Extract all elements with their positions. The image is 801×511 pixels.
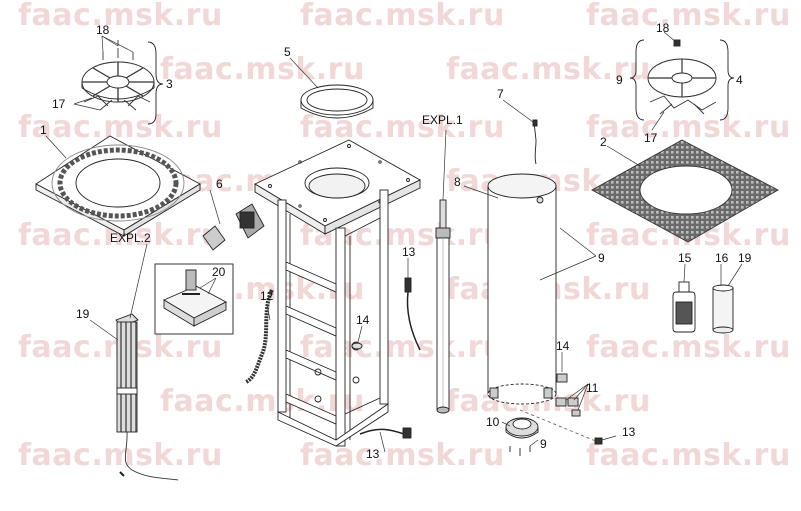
callout-17: 17 bbox=[52, 97, 66, 111]
grating-cover-right bbox=[629, 39, 735, 121]
connector-13c bbox=[594, 437, 603, 445]
callout-16: 16 bbox=[715, 251, 729, 265]
callout-10: 10 bbox=[486, 415, 500, 429]
callout-11: 11 bbox=[586, 381, 599, 395]
callout-7: 7 bbox=[497, 87, 504, 101]
callout-20: 20 bbox=[212, 265, 226, 279]
motor-box-inset bbox=[154, 263, 234, 335]
callout-15: 15 bbox=[678, 251, 692, 265]
base-plate-10 bbox=[505, 417, 539, 456]
dashed-guide bbox=[519, 409, 599, 443]
callout-9: 9 bbox=[616, 73, 623, 87]
bollard-cylinder bbox=[487, 173, 557, 405]
callout-labels: 18 3 17 1 5 6 EXPL.2 20 12 19 EXPL.1 13 … bbox=[40, 21, 752, 461]
callout-13: 13 bbox=[366, 447, 380, 461]
filter-cylinder bbox=[712, 284, 734, 334]
callout-2: 2 bbox=[600, 135, 607, 149]
callout-9: 9 bbox=[540, 437, 547, 451]
mesh-plate bbox=[591, 139, 779, 243]
callout-17: 17 bbox=[644, 131, 658, 145]
callout-9: 9 bbox=[598, 251, 605, 265]
callout-expl1: EXPL.1 bbox=[422, 113, 463, 127]
callout-4: 4 bbox=[736, 73, 743, 87]
piston-rod-expl1 bbox=[435, 199, 451, 414]
callout-6: 6 bbox=[216, 177, 223, 191]
callout-12: 12 bbox=[260, 289, 274, 303]
callout-14: 14 bbox=[356, 313, 370, 327]
callout-13: 13 bbox=[622, 425, 636, 439]
callout-8: 8 bbox=[454, 175, 461, 189]
control-board bbox=[202, 203, 265, 251]
ring bbox=[300, 84, 374, 119]
callout-18: 18 bbox=[656, 21, 670, 35]
foundation-box bbox=[254, 139, 421, 447]
cable-chain bbox=[244, 289, 274, 384]
cap-14 bbox=[351, 342, 568, 383]
grating-cover-left bbox=[81, 40, 164, 125]
ground-frame bbox=[35, 135, 201, 237]
connector-cable-13 bbox=[359, 277, 421, 439]
callout-5: 5 bbox=[284, 45, 291, 59]
callout-3: 3 bbox=[166, 77, 173, 91]
blocks-11 bbox=[555, 397, 581, 417]
callout-13: 13 bbox=[402, 245, 416, 259]
oil-bottle bbox=[672, 281, 696, 333]
callout-19: 19 bbox=[738, 251, 752, 265]
callout-19: 19 bbox=[76, 307, 90, 321]
callout-expl2: EXPL.2 bbox=[110, 231, 151, 245]
leader-lines bbox=[45, 31, 743, 453]
callout-14: 14 bbox=[556, 339, 570, 353]
callout-18: 18 bbox=[96, 23, 110, 37]
callout-1: 1 bbox=[40, 123, 47, 137]
actuator-expl2 bbox=[115, 313, 179, 481]
pin-7 bbox=[532, 119, 538, 165]
